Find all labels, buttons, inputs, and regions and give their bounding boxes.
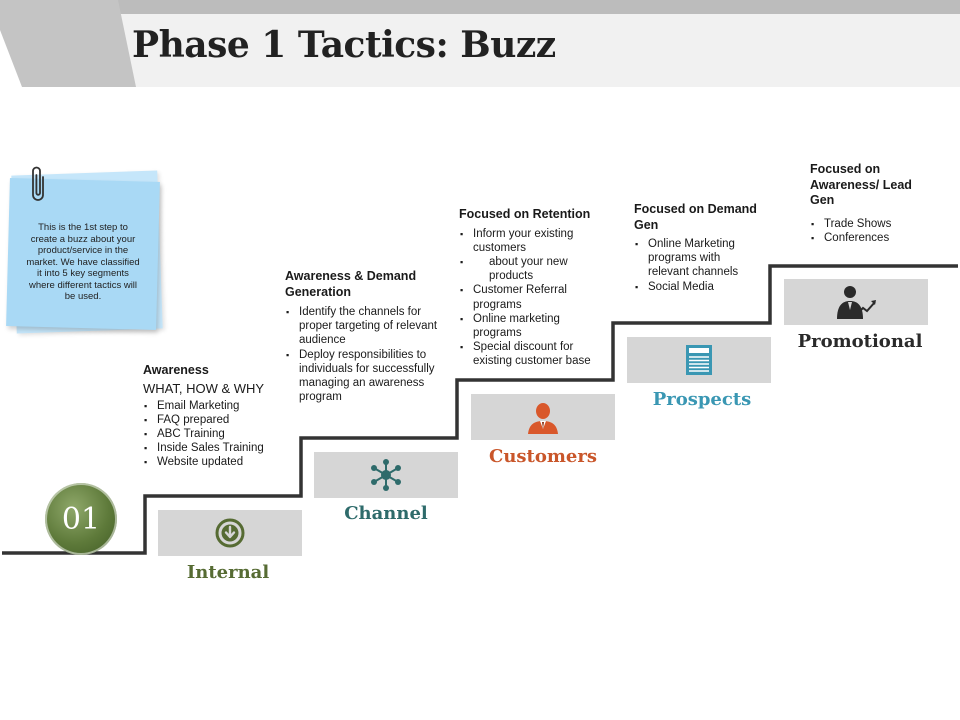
list-item: Social Media — [634, 280, 759, 294]
step-box-promotional — [784, 279, 928, 325]
newspaper-icon — [686, 345, 712, 375]
paperclip-icon — [32, 166, 44, 201]
step-label-channel: Channel — [344, 503, 428, 524]
section-demand-gen: Focused on Demand Gen Online Marketing p… — [634, 202, 759, 294]
list-item: ABC Training — [143, 427, 293, 441]
customer-person-icon — [528, 403, 558, 434]
list-item: Conferences — [810, 231, 930, 245]
section-heading: Awareness — [143, 363, 209, 377]
step-label-internal: Internal — [186, 562, 270, 583]
section-retention: Focused on Retention Inform your existin… — [459, 207, 609, 369]
tactic-list: Email Marketing FAQ prepared ABC Trainin… — [143, 399, 293, 470]
step-number-badge: 01 — [45, 483, 117, 555]
list-item: Website updated — [143, 455, 293, 469]
step-box-channel — [314, 452, 458, 498]
list-item: about your new products — [459, 255, 609, 283]
list-item: Inform your existing customers — [459, 227, 609, 255]
step-label-customers: Customers — [489, 446, 597, 467]
download-circle-icon — [215, 518, 245, 548]
section-subheading: WHAT, HOW & WHY — [143, 380, 265, 396]
header-top-bar — [0, 0, 960, 14]
step-box-prospects — [627, 337, 771, 383]
list-item: Online Marketing programs with relevant … — [634, 237, 759, 280]
step-box-internal — [158, 510, 302, 556]
section-lead-gen: Focused on Awareness/ Lead Gen Trade Sho… — [810, 162, 930, 245]
network-hub-icon — [371, 459, 401, 491]
section-heading: Focused on Retention — [459, 207, 591, 221]
list-item: Online marketing programs — [459, 312, 609, 340]
header-band — [118, 14, 960, 87]
section-heading: Focused on Awareness/ Lead Gen — [810, 162, 912, 207]
businessman-growth-icon — [837, 286, 876, 319]
step-box-customers — [471, 394, 615, 440]
step-label-prospects: Prospects — [652, 389, 752, 410]
tactic-list: Online Marketing programs with relevant … — [634, 237, 759, 294]
section-awareness: Awareness WHAT, HOW & WHY Email Marketin… — [143, 363, 293, 470]
tactic-list: Identify the channels for proper targeti… — [285, 305, 445, 404]
list-item: Deploy responsibilities to individuals f… — [285, 348, 445, 405]
sticky-note-text: This is the 1st step to create a buzz ab… — [26, 222, 140, 302]
section-heading: Focused on Demand Gen — [634, 202, 757, 232]
step-label-promotional: Promotional — [797, 331, 923, 352]
tactic-list: Inform your existing customers about you… — [459, 227, 609, 369]
list-item: Trade Shows — [810, 217, 930, 231]
section-awareness-demand: Awareness & Demand Generation Identify t… — [285, 269, 445, 404]
header-tab-shape — [0, 0, 136, 87]
list-item: FAQ prepared — [143, 413, 293, 427]
page-title: Phase 1 Tactics: Buzz — [132, 24, 556, 66]
list-item: Special discount for existing customer b… — [459, 340, 609, 368]
section-heading: Awareness & Demand Generation — [285, 269, 417, 299]
list-item: Identify the channels for proper targeti… — [285, 305, 445, 348]
list-item: Email Marketing — [143, 399, 293, 413]
list-item: Inside Sales Training — [143, 441, 293, 455]
list-item: Customer Referral programs — [459, 283, 609, 311]
tactic-list: Trade Shows Conferences — [810, 217, 930, 246]
